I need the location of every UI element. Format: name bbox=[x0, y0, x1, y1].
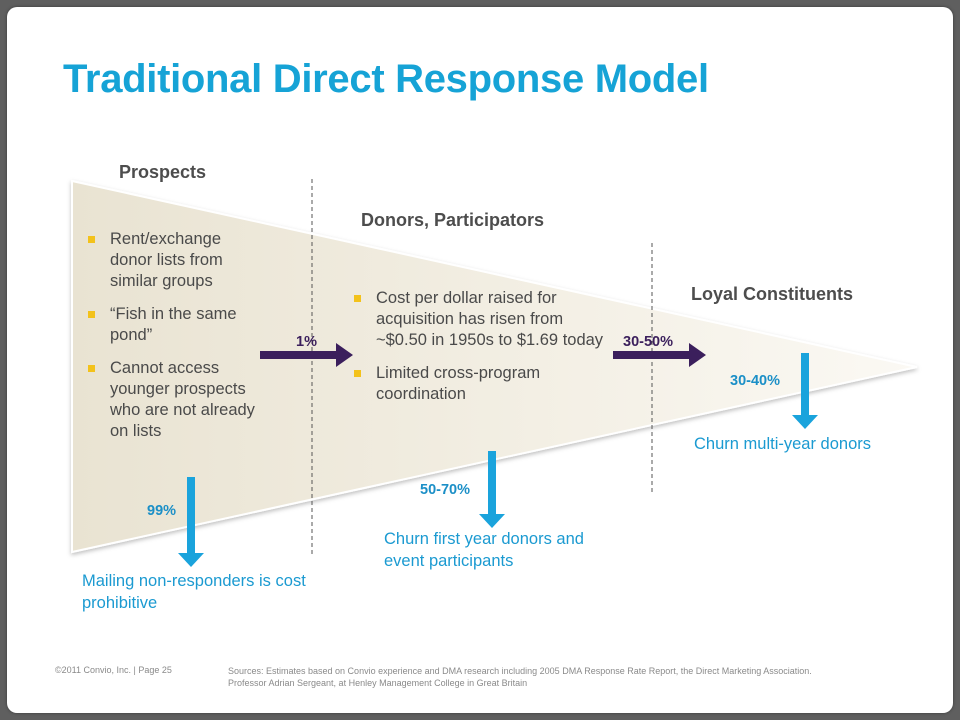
footer-copyright: ©2011 Convio, Inc. | Page 25 bbox=[55, 665, 172, 675]
slide: Traditional Direct Response Model bbox=[7, 7, 953, 713]
footer-sources: Sources: Estimates based on Convio exper… bbox=[228, 666, 812, 688]
drop-label-donors: 50-70% bbox=[420, 482, 470, 498]
stage-header-prospects: Prospects bbox=[119, 162, 207, 182]
bullet-square-icon bbox=[88, 365, 95, 372]
forward-arrow-2 bbox=[613, 343, 706, 367]
donors-bullet-list: Cost per dollar raised for acquisition h… bbox=[354, 288, 604, 417]
stage-header-loyal: Loyal Constituents bbox=[691, 284, 854, 304]
prospects-bullet-list: Rent/exchange donor lists from similar g… bbox=[88, 229, 260, 454]
funnel-diagram bbox=[71, 179, 918, 567]
drop-label-loyal: 30-40% bbox=[730, 373, 780, 389]
slide-title: Traditional Direct Response Model bbox=[63, 57, 709, 101]
outcome-note-prospects: Mailing non-responders is cost prohibiti… bbox=[82, 572, 306, 612]
stage-header-donors: Donors, Participators bbox=[361, 210, 545, 230]
bullet-square-icon bbox=[354, 370, 361, 377]
list-item: Cannot access younger prospects who are … bbox=[88, 358, 260, 442]
list-item: Cost per dollar raised for acquisition h… bbox=[354, 288, 604, 351]
drop-label-prospects: 99% bbox=[147, 503, 177, 519]
churn-arrow-prospects bbox=[178, 477, 204, 567]
bullet-square-icon bbox=[88, 311, 95, 318]
list-item: “Fish in the same pond” bbox=[88, 304, 260, 346]
forward-arrow-1 bbox=[260, 343, 353, 367]
list-item: Rent/exchange donor lists from similar g… bbox=[88, 229, 260, 292]
churn-arrow-donors bbox=[479, 451, 505, 528]
flow-label-to-loyal: 30-50% bbox=[623, 334, 673, 350]
list-item: Limited cross-program coordination bbox=[354, 363, 604, 405]
flow-label-to-donors: 1% bbox=[296, 334, 317, 350]
churn-arrow-loyal bbox=[792, 353, 818, 429]
outcome-note-loyal: Churn multi-year donors bbox=[694, 435, 871, 453]
outcome-note-donors: Churn first year donors and event partic… bbox=[384, 530, 584, 570]
bullet-square-icon bbox=[354, 295, 361, 302]
bullet-square-icon bbox=[88, 236, 95, 243]
